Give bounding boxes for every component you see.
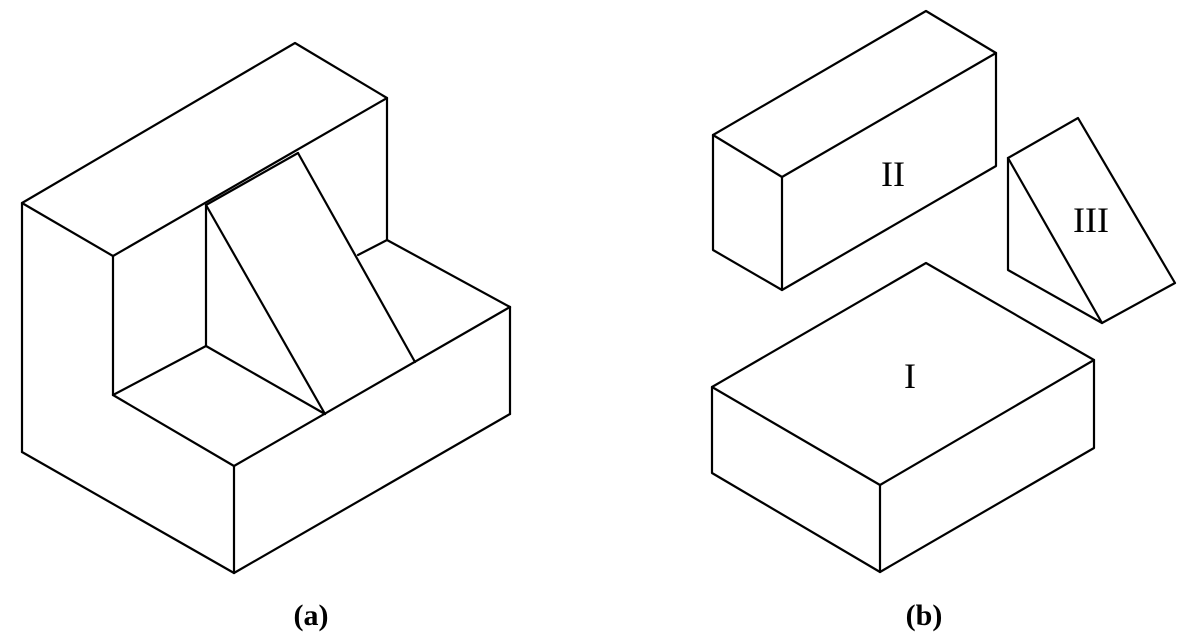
left-wall-top-face xyxy=(20,41,389,258)
base-top-left-edge xyxy=(111,393,236,468)
part-3-slant-edge xyxy=(1006,156,1104,325)
rib-base-edge xyxy=(204,344,327,416)
part-3-label: III xyxy=(1073,200,1109,240)
part-1-left-face xyxy=(710,385,882,574)
part-3-wedge xyxy=(1006,116,1177,325)
caption-b: (b) xyxy=(906,599,943,632)
part-2-label: II xyxy=(881,154,905,194)
rib-front-slant-edge xyxy=(204,203,327,416)
base-top-back-edge xyxy=(111,344,208,397)
outer-bottom-left-edge xyxy=(20,450,236,575)
step-right-edge xyxy=(385,238,512,309)
caption-a: (a) xyxy=(294,599,329,632)
part-1-label: I xyxy=(904,356,916,396)
step-top-edge xyxy=(356,238,389,257)
base-front-top-edge xyxy=(232,305,512,468)
base-bottom-right-edge xyxy=(232,412,512,575)
part-2-front-face xyxy=(780,51,998,292)
part-1-top-face xyxy=(710,261,1096,487)
assembled-solid xyxy=(20,41,512,575)
part-1-front-face xyxy=(878,358,1096,574)
part-3-outline xyxy=(1006,116,1177,325)
part-2-block xyxy=(711,9,998,292)
part-2-left-face xyxy=(711,133,784,292)
part-1-block xyxy=(710,261,1096,574)
rib-top-edge xyxy=(204,151,300,207)
part-2-top-face xyxy=(711,9,998,179)
rib-back-slant-edge xyxy=(296,151,417,364)
